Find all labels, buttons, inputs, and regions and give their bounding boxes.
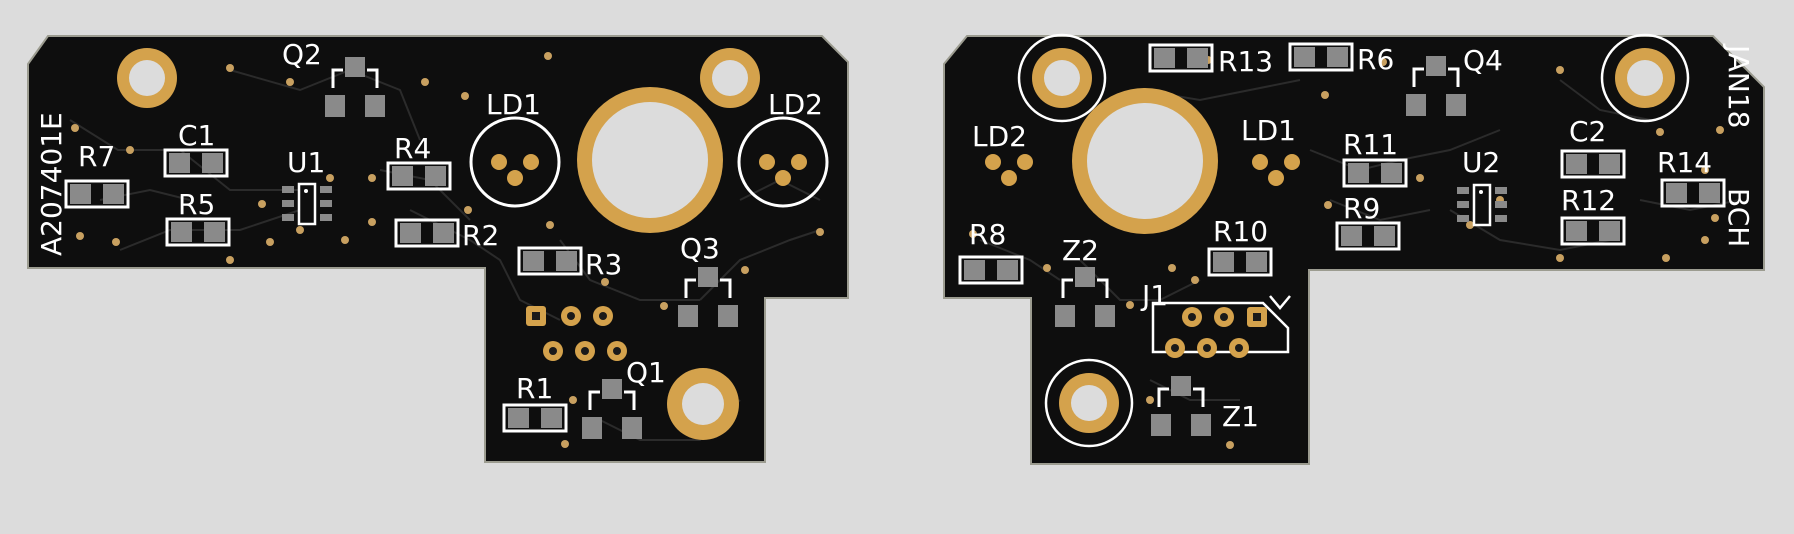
ref-ld1-right: LD1 xyxy=(1241,114,1296,147)
ref-r8: R8 xyxy=(969,218,1006,251)
ref-r12: R12 xyxy=(1561,184,1616,217)
ref-c1: C1 xyxy=(178,119,215,152)
ref-q1: Q1 xyxy=(626,356,666,389)
ref-r10: R10 xyxy=(1213,215,1268,248)
ref-r6: R6 xyxy=(1357,43,1394,76)
ref-r1: R1 xyxy=(516,372,553,405)
ref-r5: R5 xyxy=(178,188,215,221)
ref-q4: Q4 xyxy=(1463,44,1503,77)
ref-ld1-left: LD1 xyxy=(486,88,541,121)
ref-r2: R2 xyxy=(462,219,499,252)
ref-r14: R14 xyxy=(1657,146,1712,179)
board-right xyxy=(943,33,1765,465)
ref-r3: R3 xyxy=(585,248,622,281)
ref-u2: U2 xyxy=(1462,146,1500,179)
ref-j1: J1 xyxy=(1140,279,1168,312)
ref-r7: R7 xyxy=(78,140,115,173)
ref-ld2-left: LD2 xyxy=(768,88,823,121)
board-right-initials: BCH xyxy=(1722,188,1755,247)
ref-q3: Q3 xyxy=(680,232,720,265)
ref-ld2-right: LD2 xyxy=(972,120,1027,153)
ref-c2: C2 xyxy=(1569,115,1606,148)
ref-u1: U1 xyxy=(287,146,325,179)
board-left-part-number: A207401E xyxy=(35,112,68,256)
board-right-date: JAN18 xyxy=(1722,43,1755,129)
ref-r13: R13 xyxy=(1218,45,1273,78)
ref-z1: Z1 xyxy=(1222,400,1259,433)
ref-r11: R11 xyxy=(1343,128,1398,161)
ref-r9: R9 xyxy=(1343,192,1380,225)
ref-q2: Q2 xyxy=(282,38,322,71)
ref-r4: R4 xyxy=(394,132,431,165)
board-left xyxy=(27,35,849,463)
ref-z2: Z2 xyxy=(1062,234,1099,267)
